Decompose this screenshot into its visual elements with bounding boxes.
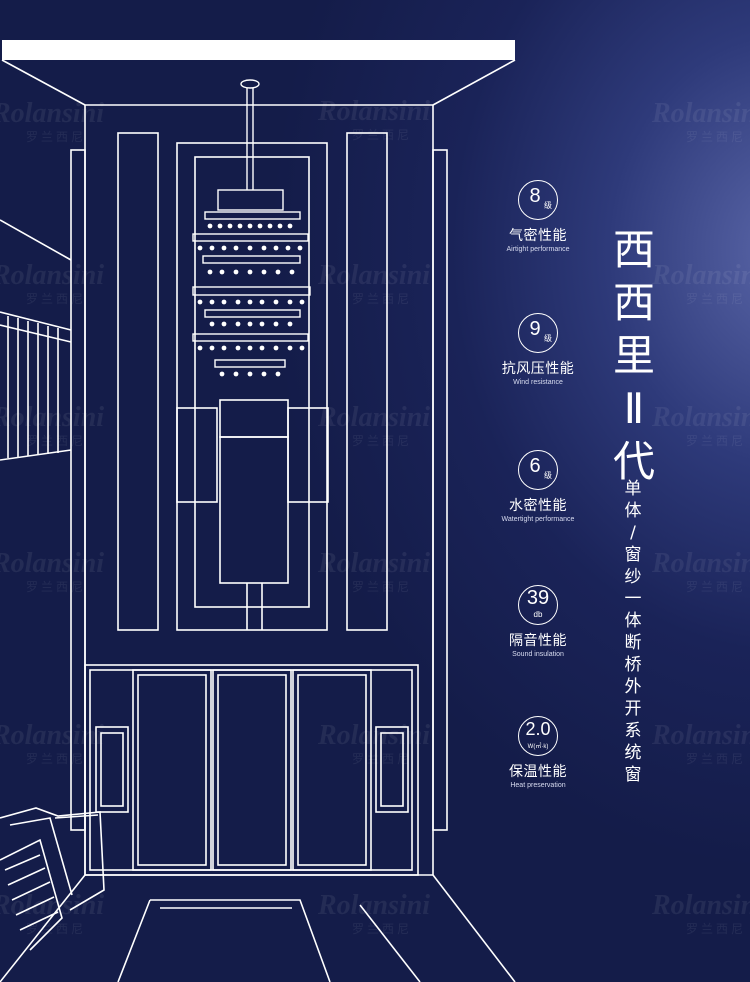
spec-label-en: Heat preservation [510,782,566,789]
spec-value: 9 [529,318,541,340]
spec-unit: 级 [544,334,552,343]
spec-sound-insulation: 39 db 隔音性能 Sound insulation [483,585,593,658]
spec-heat-preservation: 2.0 W(㎡·k) 保温性能 Heat preservation [483,716,593,789]
spec-airtight: 8 级 气密性能 Airtight performance [483,180,593,253]
spec-label-en: Sound insulation [512,651,564,658]
spec-label: 抗风压性能 [501,360,575,376]
ceiling-bar [2,40,515,60]
spec-circle: 8 级 [518,180,558,220]
spec-label-en: Watertight performance [501,516,575,523]
spec-value: 2.0 [525,719,551,739]
product-subtitle: 单 体 / 窗 纱 一 体 断 桥 外 开 系 统 窗 [624,479,642,785]
spec-wind-resistance: 9 级 抗风压性能 Wind resistance [483,313,593,386]
spec-unit: 级 [544,201,552,210]
spec-label: 水密性能 [509,497,567,513]
spec-unit: W(㎡·k) [527,744,549,750]
spec-circle: 6 级 [518,450,558,490]
spec-value: 8 [529,185,541,207]
spec-label: 保温性能 [509,763,567,779]
spec-label-en: Wind resistance [513,379,563,386]
spec-circle: 39 db [518,585,558,625]
spec-value: 39 [526,587,550,609]
spec-label-en: Airtight performance [506,246,570,253]
spec-watertight: 6 级 水密性能 Watertight performance [483,450,593,523]
chandelier [192,79,311,368]
spec-label: 隔音性能 [509,632,567,648]
spec-value: 6 [529,455,541,477]
spec-circle: 2.0 W(㎡·k) [518,716,558,756]
spec-unit: 级 [544,471,552,480]
product-title: 西 西 里 Ⅱ 代 [612,225,655,486]
spec-unit: db [533,610,543,619]
spec-label: 气密性能 [509,227,567,243]
spec-circle: 9 级 [518,313,558,353]
